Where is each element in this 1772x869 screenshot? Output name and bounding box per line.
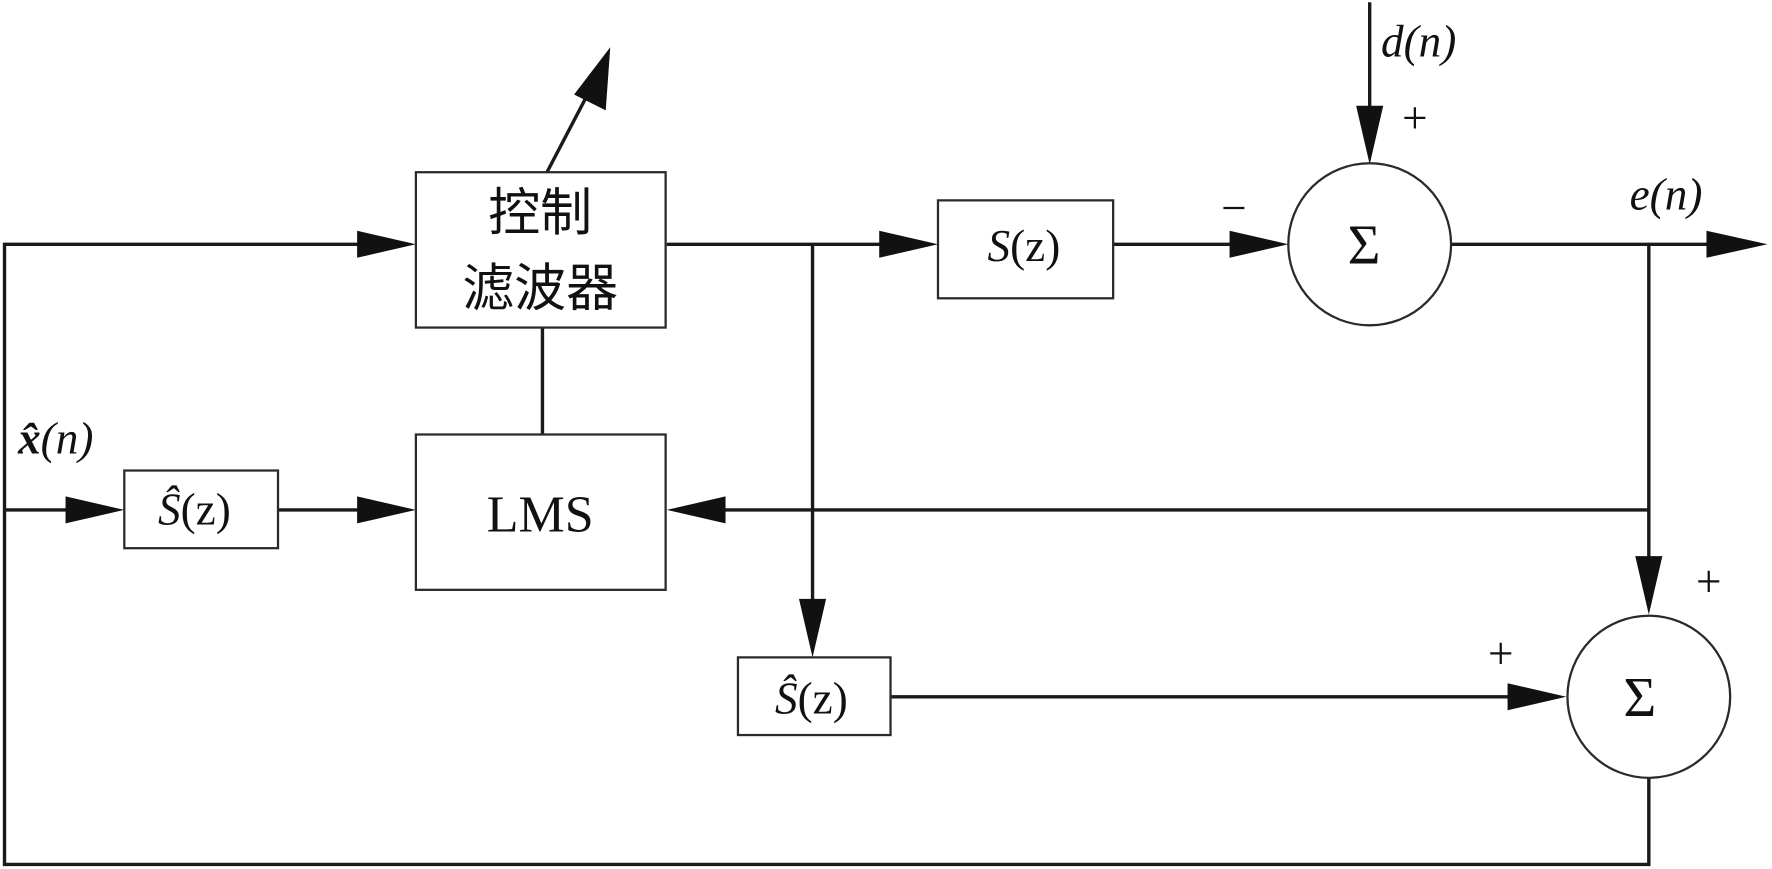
signal-label-e: e(n) [1630, 169, 1703, 219]
arrowhead-into-shat2 [798, 598, 827, 658]
feedback-wire-bottom [2, 242, 1651, 867]
sign-sum2-top: + [1696, 557, 1722, 607]
control-filter-block: 控制 滤波器 [414, 171, 667, 329]
signal-label-x-hat: x̂(n) [17, 414, 93, 464]
secondary-path-estimate-label-1: Ŝ(z) [158, 485, 231, 535]
secondary-path-estimate-block-1: Ŝ(z) [123, 469, 280, 550]
secondary-path-estimate-block-2: Ŝ(z) [736, 656, 892, 737]
arrowhead-into-sum1-top [1356, 105, 1384, 165]
secondary-path-estimate-label-2: Ŝ(z) [775, 674, 848, 724]
sigma-symbol-1: Σ [1348, 214, 1381, 276]
sign-sum1-left: − [1221, 183, 1247, 233]
control-filter-label-line2: 滤波器 [462, 259, 618, 319]
summing-junction-1: Σ [1287, 162, 1453, 327]
signal-label-d: d(n) [1381, 16, 1456, 66]
arrowhead-into-filter [357, 230, 416, 258]
sigma-symbol-2: Σ [1623, 667, 1656, 729]
wire-adaptation [545, 89, 592, 174]
sign-sum2-left: + [1488, 629, 1514, 679]
arrowhead-into-lms [357, 496, 416, 524]
arrowhead-into-sum2-top [1635, 556, 1663, 615]
summing-junction-2: Σ [1566, 614, 1732, 779]
lms-block: LMS [414, 433, 667, 591]
control-filter-label-line1: 控制 [488, 184, 592, 244]
arrowhead-e-out [1706, 230, 1768, 258]
arrowhead-into-s [879, 230, 938, 258]
arrowhead-into-sum1-left [1229, 230, 1289, 258]
arrowhead-into-shat1 [65, 496, 125, 524]
arrowhead-adaptation [574, 47, 611, 111]
secondary-path-label: S(z) [987, 221, 1060, 271]
lms-label: LMS [487, 486, 594, 543]
secondary-path-block: S(z) [936, 199, 1115, 300]
sign-sum1-top: + [1402, 93, 1428, 143]
arrowhead-e-into-lms [666, 496, 726, 524]
arrowhead-into-sum2-left [1507, 683, 1567, 711]
